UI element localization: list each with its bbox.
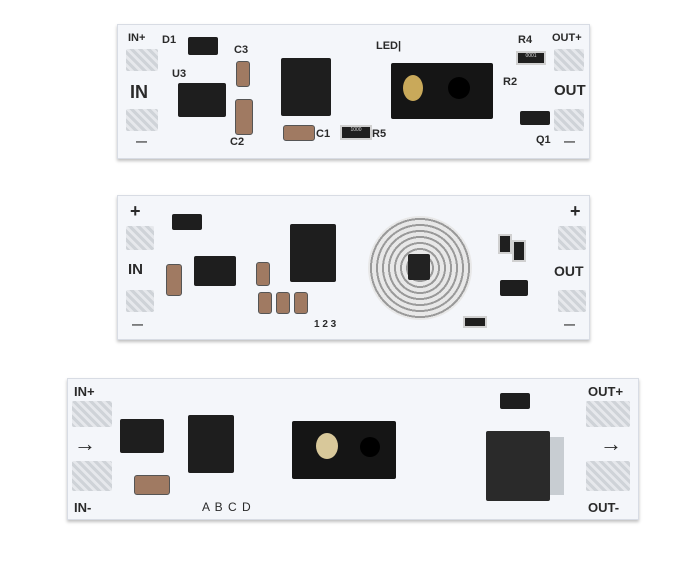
ic-soic8 [281,58,331,116]
pcb-board-touch-sensor: + IN — 1 2 3 + OUT — [117,195,590,340]
label-in-plus: + [130,201,141,221]
label-out: OUT [554,82,586,99]
label-q1: Q1 [536,134,551,146]
label-r5: R5 [372,128,387,140]
diode [172,214,202,230]
label-out-minus: — [564,136,575,148]
resistor [498,234,512,254]
capacitor-c3 [236,61,250,87]
input-pad-minus [126,290,154,312]
output-pad-plus [586,401,630,427]
label-in-minus: IN- [74,500,92,515]
mosfet-dpak [486,431,550,501]
label-r4: R4 [518,34,533,46]
output-pad-minus [554,109,584,131]
ir-sensor-module [292,421,396,479]
input-pad-minus [126,109,158,131]
regulator [194,256,236,286]
ir-emitter-lens [316,433,338,459]
transistor [500,280,528,296]
label-out-minus: — [564,319,575,331]
label-out-plus: OUT+ [588,384,624,399]
output-pad-plus [554,49,584,71]
jumper-labels: 1 2 3 [314,319,337,330]
resistor [512,240,526,262]
input-pad-plus [126,49,158,71]
output-pad-plus [558,226,586,250]
label-in: IN [128,261,143,278]
capacitor [276,292,290,314]
label-out-plus: OUT+ [552,32,582,44]
arrow-in: → [74,431,96,456]
ic-soic8 [188,415,234,473]
mosfet-tab [550,437,564,495]
capacitor [258,292,272,314]
ir-receiver-lens [360,437,380,457]
label-out-minus: OUT- [588,500,620,515]
output-pad-minus [558,290,586,312]
capacitor [134,475,170,495]
diode [500,393,530,409]
label-in-plus: IN+ [74,384,95,399]
regulator [120,419,164,453]
label-c3: C3 [234,44,249,56]
label-out-plus: + [570,201,581,221]
capacitor-c2 [235,99,253,135]
capacitor-c1 [283,125,315,141]
ir-emitter-lens [403,75,423,101]
label-out: OUT [554,263,584,279]
pcb-board-ir-switch: IN+ → IN- A B C D OUT+ → OUT- [67,378,639,520]
label-r2: R2 [503,76,518,88]
label-in-minus: — [132,319,143,331]
capacitor [256,262,270,286]
label-u3: U3 [172,68,187,80]
ir-receiver-lens [448,77,470,99]
input-pad-plus [126,226,154,250]
capacitor [294,292,308,314]
arrow-out: → [600,431,622,456]
output-pad-minus [586,461,630,491]
ic-soic8 [290,224,336,282]
jumper-labels: A B C D [202,500,252,514]
label-in: IN [130,82,148,102]
label-d1: D1 [162,34,177,46]
label-led: LED| [376,40,402,52]
pcb-board-ir-sensor: IN+ IN — D1 U3 C3 C2 C1 1000 R5 LED| R4 … [117,24,590,159]
capacitor [166,264,182,296]
input-pad-minus [72,461,112,491]
diode-d1 [188,37,218,55]
label-c2: C2 [230,136,245,148]
label-in-minus: — [136,136,147,148]
transistor-q1 [520,111,550,125]
resistor-r4: 0001 [516,51,546,65]
led-center [408,254,430,280]
regulator-u3 [178,83,226,117]
resistor [463,316,487,328]
input-pad-plus [72,401,112,427]
label-in-plus: IN+ [128,32,146,44]
label-c1: C1 [316,128,331,140]
resistor-r5: 1000 [340,125,372,140]
